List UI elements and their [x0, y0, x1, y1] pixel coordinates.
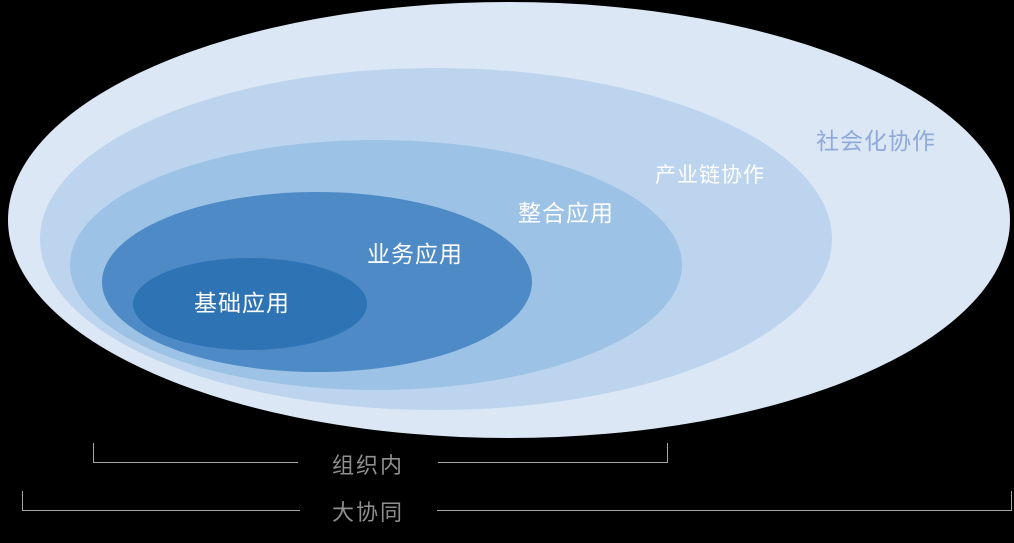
label-intra-organization: 组织内: [331, 454, 405, 479]
ellipse-basic-applications: [133, 258, 367, 350]
bracket-grand-collaboration-right-segment: [437, 491, 1012, 511]
bracket-intra-organization-right-segment: [438, 443, 668, 463]
bracket-grand-collaboration-left-segment: [22, 491, 300, 511]
label-social-collaboration: 社会化协作: [816, 129, 936, 155]
label-business-applications: 业务应用: [367, 242, 463, 268]
label-grand-collaboration: 大协同: [331, 501, 405, 526]
bracket-intra-organization-left-segment: [93, 443, 298, 463]
label-basic-applications: 基础应用: [194, 291, 290, 317]
label-industry-chain-collaboration: 产业链协作: [655, 163, 765, 187]
label-integrated-applications: 整合应用: [518, 201, 614, 227]
